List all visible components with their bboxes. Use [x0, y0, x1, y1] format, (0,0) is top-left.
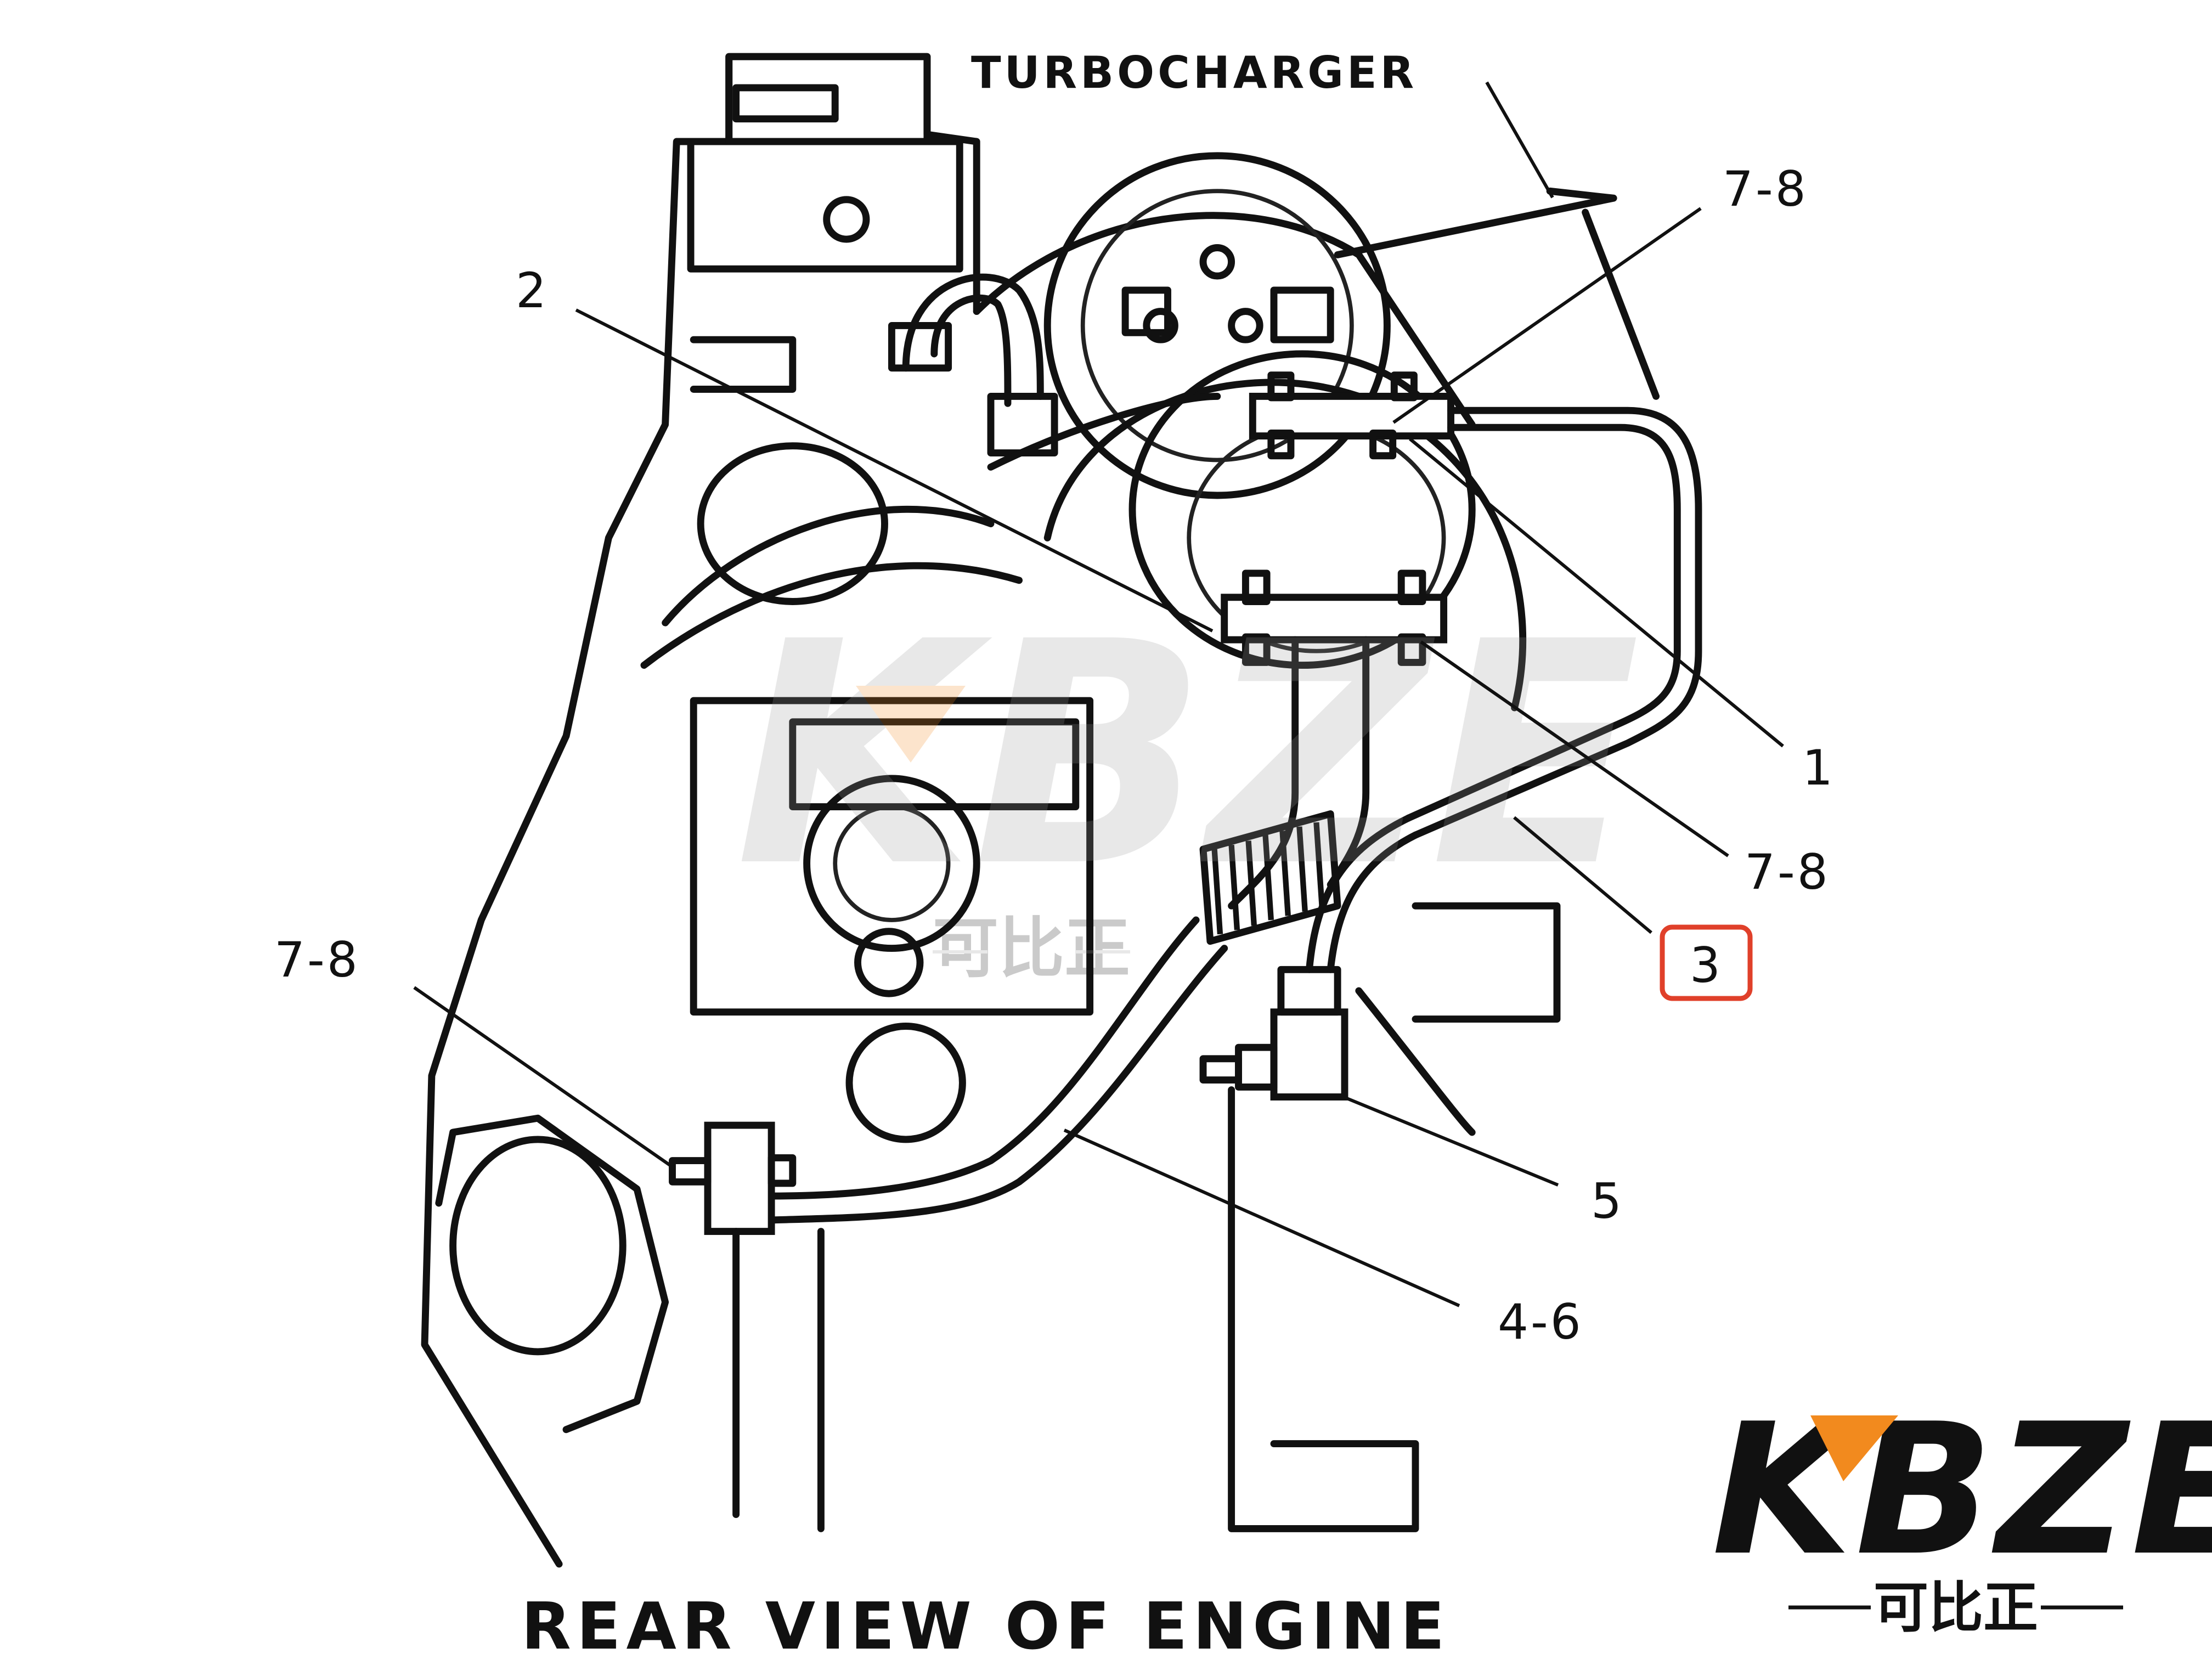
leader-78-mid	[1420, 640, 1729, 857]
watermark-accent-shape	[856, 686, 966, 763]
turbocharger-label: TURBOCHARGER	[971, 47, 1417, 98]
watermark-text: KBZE	[735, 577, 1640, 934]
callout-3-highlight-box	[1660, 924, 1753, 1001]
callout-5: 5	[1591, 1173, 1624, 1229]
leader-78-left	[413, 986, 676, 1170]
logo-subtext: 可比正	[1874, 1576, 2038, 1640]
leader-turbocharger	[1485, 81, 1554, 199]
callout-3: 3	[1690, 937, 1723, 994]
callout-7-8-left: 7-8	[274, 932, 360, 988]
callout-7-8-top: 7-8	[1723, 161, 1808, 217]
leader-2	[575, 308, 1214, 633]
callout-7-8-right: 7-8	[1745, 844, 1830, 900]
leader-3	[1513, 816, 1652, 934]
kbze-watermark: KBZE 可比正	[735, 577, 1640, 987]
callout-labels: TURBOCHARGER 2 7-8 1 7-8 3 5 4-6 7-8	[274, 47, 1835, 1350]
callout-2: 2	[516, 262, 549, 319]
logo-accent-shape	[1810, 1415, 1898, 1481]
callout-1: 1	[1802, 740, 1835, 796]
leader-1	[1409, 437, 1784, 748]
diagram-title: REAR VIEW OF ENGINE	[521, 1588, 1450, 1659]
watermark-subtext: 可比正	[933, 911, 1130, 987]
engine-line-art	[421, 53, 1702, 1568]
callout-4-6: 4-6	[1498, 1294, 1583, 1350]
leader-5	[1343, 1096, 1559, 1187]
logo-text: KBZE	[1712, 1385, 2212, 1595]
kbze-logo: KBZE 可比正	[1712, 1385, 2212, 1640]
leader-46	[1063, 1128, 1460, 1307]
leader-78-top	[1392, 207, 1702, 424]
leader-lines	[413, 81, 1784, 1307]
